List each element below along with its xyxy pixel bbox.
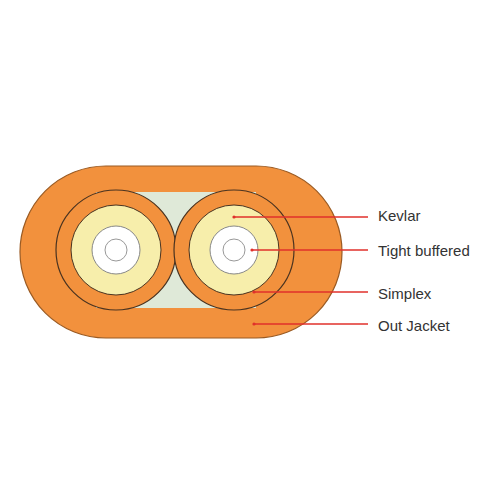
outer-jacket (20, 166, 342, 338)
leader-lines (234, 217, 368, 324)
part-label: Kevlar (378, 207, 421, 225)
simplex-left (56, 190, 176, 310)
part-label: Simplex (378, 285, 431, 303)
leader-line (254, 291, 368, 293)
part-label: Out Jacket (378, 317, 450, 335)
leader-line (234, 216, 368, 218)
leader-line (254, 323, 368, 325)
part-label: Tight buffered (378, 242, 470, 260)
leader-dots (232, 215, 255, 325)
leader-line (252, 249, 368, 251)
